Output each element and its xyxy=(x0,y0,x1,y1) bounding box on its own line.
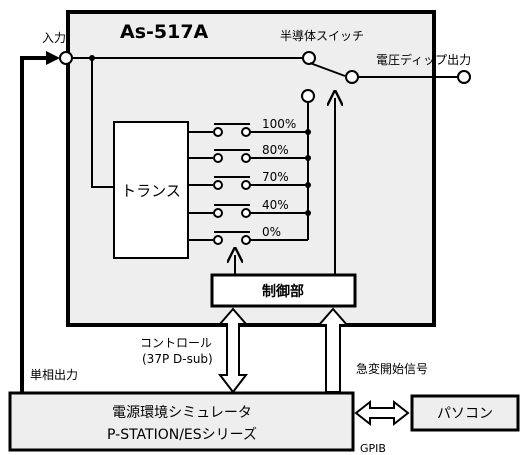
tap-row: 100% xyxy=(188,117,311,137)
tap-contact-right xyxy=(241,235,251,245)
tap-switches: 100% 80% 70% 40% 0% xyxy=(188,117,311,245)
tap-contact-right xyxy=(241,127,251,137)
control-cable-arrow xyxy=(217,307,249,394)
switch-blade xyxy=(309,62,346,77)
controller-label: 制御部 xyxy=(262,283,304,300)
simulator-line2: P-STATION/ESシリーズ xyxy=(107,427,257,443)
simulator-box xyxy=(8,391,355,452)
tap-label: 0% xyxy=(262,225,281,239)
transformer-feed-line xyxy=(91,58,114,188)
pc-box xyxy=(410,394,520,432)
control-label-line1: コントロール xyxy=(140,336,212,350)
input-terminal xyxy=(59,51,73,65)
tap-contact-right xyxy=(241,153,251,163)
tap-label: 40% xyxy=(262,198,289,212)
sudden-change-label: 急変開始信号 xyxy=(356,361,428,376)
tap-contact-right xyxy=(241,180,251,190)
single-phase-output-arrowhead xyxy=(46,51,60,65)
switch-terminal-output xyxy=(345,70,359,84)
transformer-box xyxy=(113,121,189,259)
dip-output-label: 電圧ディップ出力 xyxy=(376,52,471,67)
gpib-label: GPIB xyxy=(360,442,386,455)
tap-label: 80% xyxy=(262,143,289,157)
tap-row: 80% xyxy=(188,143,311,163)
control-label-line2: (37P D-sub) xyxy=(142,352,213,366)
tap-contact-left xyxy=(213,180,223,190)
tap-label: 100% xyxy=(262,117,296,131)
switch-terminal-bottom xyxy=(301,89,315,103)
controller-box xyxy=(210,273,357,308)
single-phase-label: 単相出力 xyxy=(30,368,78,382)
single-phase-output-line xyxy=(20,56,48,392)
tap-contact-left xyxy=(213,208,223,218)
dip-output-terminal xyxy=(457,70,471,84)
switch-label: 半導体スイッチ xyxy=(280,29,364,43)
tap-contact-left xyxy=(213,127,223,137)
tap-contact-right xyxy=(241,208,251,218)
device-title: As-517A xyxy=(120,21,209,43)
switch-terminal-top xyxy=(302,51,316,65)
tap-row: 70% xyxy=(188,170,311,190)
simulator-line1: 電源環境シミュレータ xyxy=(112,405,252,421)
tap-contact-left xyxy=(213,235,223,245)
tap-contact-left xyxy=(213,153,223,163)
tap-row: 40% xyxy=(188,198,311,218)
tap-label: 70% xyxy=(262,170,289,184)
sudden-change-arrow xyxy=(316,307,350,393)
tap-row: 0% xyxy=(188,225,308,245)
pc-label: パソコン xyxy=(437,406,493,422)
input-label: 入力 xyxy=(42,31,66,45)
gpib-arrow xyxy=(354,399,410,427)
transformer-label: トランス xyxy=(121,182,181,200)
